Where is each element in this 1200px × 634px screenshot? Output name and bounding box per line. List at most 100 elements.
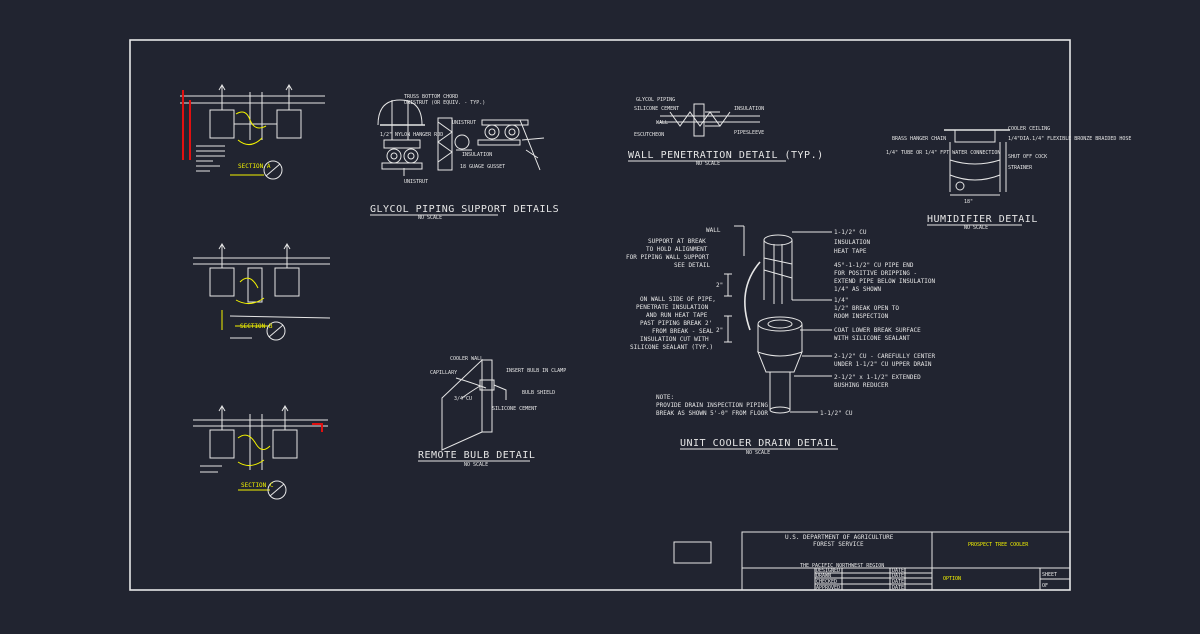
glycol-unistrut-top-label: UNISTRUT (OR EQUIV. - TYP.) bbox=[404, 100, 485, 106]
drain-left-label-1: WALL bbox=[706, 227, 721, 234]
tb-row-approved: APPROVED bbox=[816, 585, 840, 591]
drain-left-note-3: AND RUN HEAT TAPE bbox=[646, 312, 708, 319]
drain-left-label-3: TO HOLD ALIGNMENT bbox=[646, 246, 708, 253]
wall-pen-escutcheon-label: ESCUTCHEON bbox=[634, 132, 664, 138]
drain-right-label-2: INSULATION bbox=[834, 239, 871, 246]
drain-right-label-17: 1-1/2" CU bbox=[820, 410, 853, 417]
humidifier-title: HUMIDIFIER DETAIL bbox=[927, 214, 1038, 225]
drain-dim-1: 2" bbox=[716, 282, 723, 289]
drain-dim-2: 2" bbox=[716, 327, 723, 334]
wall-pen-scale-note: NO SCALE bbox=[696, 161, 720, 167]
drain-right-label-6: EXTEND PIPE BELOW INSULATION bbox=[834, 278, 936, 285]
section-b-detail: SECTION B bbox=[193, 243, 331, 341]
remote-bulb-silicone-label: SILICONE CEMENT bbox=[492, 406, 537, 412]
humidifier-tube-label: 1/4" TUBE OR 1/4" FPT WATER CONNECTION bbox=[886, 150, 1000, 156]
tb-date-4: DATE bbox=[892, 585, 904, 591]
tb-row-checked: CHECKED bbox=[816, 579, 837, 585]
drain-scale-note: NO SCALE bbox=[746, 450, 770, 456]
glycol-scale-note: NO SCALE bbox=[418, 215, 442, 221]
humidifier-hose-label: 1/4"DIA.1/4" FLEXIBLE BRONZE BRAIDED HOS… bbox=[1008, 136, 1131, 142]
remote-bulb-shield-label: BULB SHIELD bbox=[522, 390, 555, 396]
humidifier-hanger-label: BRASS HANGER CHAIN bbox=[892, 136, 946, 142]
drain-left-note-2: PENETRATE INSULATION bbox=[636, 304, 709, 311]
glycol-gusset-label: 18 GUAGE GUSSET bbox=[460, 164, 505, 170]
drain-right-label-9: 1/2" BREAK OPEN TO bbox=[834, 305, 899, 312]
drain-note: NOTE: PROVIDE DRAIN INSPECTION PIPING BR… bbox=[656, 394, 768, 417]
glycol-hanger-label: 1/2" NYLON HANGER ROD bbox=[380, 132, 443, 138]
tb-row-designed: DESIGNED bbox=[816, 568, 840, 574]
wall-pen-title: WALL PENETRATION DETAIL (TYP.) bbox=[628, 150, 824, 161]
drain-right-label-16: BUSHING REDUCER bbox=[834, 382, 889, 389]
drain-note-2: PROVIDE DRAIN INSPECTION PIPING bbox=[656, 402, 768, 409]
glycol-insulation-label: INSULATION bbox=[462, 152, 492, 158]
glycol-detail-title: GLYCOL PIPING SUPPORT DETAILS bbox=[370, 204, 559, 215]
section-c-label: SECTION C bbox=[241, 482, 274, 489]
drain-detail: 2" 2" WALL SUPPORT AT BREAK TO HOLD ALIG… bbox=[626, 225, 936, 456]
drain-right-label-14: UNDER 1-1/2" CU UPPER DRAIN bbox=[834, 361, 932, 368]
drain-left-labels: WALL SUPPORT AT BREAK TO HOLD ALIGNMENT … bbox=[626, 227, 721, 269]
tb-of-label: OF bbox=[1042, 583, 1048, 589]
humidifier-shutoff-label: SHUT OFF COCK bbox=[1008, 154, 1047, 160]
drain-left-label-2: SUPPORT AT BREAK bbox=[648, 238, 706, 245]
drain-right-label-11: COAT LOWER BREAK SURFACE bbox=[834, 327, 921, 334]
drain-left-note-6: INSULATION CUT WITH bbox=[640, 336, 709, 343]
drain-left-note-7: SILICONE SEALANT (TYP.) bbox=[630, 344, 713, 351]
wall-pen-pipesleeve-label: PIPESLEEVE bbox=[734, 130, 764, 136]
tb-date-1: DATE bbox=[892, 568, 904, 574]
humidifier-strainer-label: STRAINER bbox=[1008, 165, 1033, 171]
wall-pen-wall-label: WALL bbox=[656, 120, 668, 126]
section-c-detail: SECTION C bbox=[193, 405, 328, 500]
tb-date-3: DATE bbox=[892, 579, 904, 585]
drain-left-note-1: ON WALL SIDE OF PIPE, bbox=[640, 296, 716, 303]
drain-right-label-7: 1/4" AS SHOWN bbox=[834, 286, 881, 293]
wall-pen-glycol-label: GLYCOL PIPING bbox=[636, 97, 675, 103]
drain-note-1: NOTE: bbox=[656, 394, 674, 401]
drain-right-label-8: 1/4" bbox=[834, 297, 848, 304]
remote-bulb-cu-label: 3/4"CU bbox=[454, 396, 472, 402]
wall-penetration-detail: GLYCOL PIPING SILICONE CEMENT WALL ESCUT… bbox=[628, 97, 824, 167]
drain-right-label-4: 45°-1-1/2" CU PIPE END bbox=[834, 262, 914, 269]
tb-sheet-label: SHEET bbox=[1042, 572, 1057, 578]
drain-right-label-13: 2-1/2" CU - CAREFULLY CENTER bbox=[834, 353, 936, 360]
glycol-support-detail: TRUSS BOTTOM CHORD UNISTRUT (OR EQUIV. -… bbox=[370, 94, 559, 221]
revision-box bbox=[673, 541, 712, 564]
humidifier-scale-note: NO SCALE bbox=[964, 225, 988, 231]
drain-left-note: ON WALL SIDE OF PIPE, PENETRATE INSULATI… bbox=[630, 296, 716, 351]
drain-right-label-3: HEAT TAPE bbox=[834, 248, 867, 255]
humidifier-dim-label: 18" bbox=[964, 199, 973, 205]
drain-right-label-15: 2-1/2" x 1-1/2" EXTENDED bbox=[834, 374, 921, 381]
tb-date-2: DATE bbox=[892, 573, 904, 579]
remote-bulb-scale-note: NO SCALE bbox=[464, 462, 488, 468]
glycol-truss-label: TRUSS BOTTOM CHORD bbox=[404, 94, 458, 100]
wall-pen-insulation-label: INSULATION bbox=[734, 106, 764, 112]
remote-bulb-capillary-label: CAPILLARY bbox=[430, 370, 457, 376]
region-name: THE PACIFIC NORTHWEST REGION bbox=[800, 563, 884, 569]
humidifier-detail: 18" COOLER CEILING BRASS HANGER CHAIN 1/… bbox=[886, 126, 1131, 231]
drain-left-label-5: SEE DETAIL bbox=[674, 262, 711, 269]
glycol-unistrut-mid-label: UNISTRUT bbox=[452, 120, 476, 126]
agency-sub-name: FOREST SERVICE bbox=[813, 541, 864, 548]
title-block: U.S. DEPARTMENT OF AGRICULTURE FOREST SE… bbox=[741, 531, 1071, 591]
section-a-detail: SECTION A bbox=[180, 84, 325, 180]
drain-right-label-1: 1-1/2" CU bbox=[834, 229, 867, 236]
humidifier-ceiling-label: COOLER CEILING bbox=[1008, 126, 1050, 132]
option-label: OPTION bbox=[943, 576, 961, 582]
drain-right-labels: 1-1/2" CU INSULATION HEAT TAPE 45°-1-1/2… bbox=[820, 229, 936, 417]
tb-row-drawn: DRAWN bbox=[816, 573, 831, 579]
wall-pen-silicone-label: SILICONE CEMENT bbox=[634, 106, 679, 112]
drain-right-label-10: ROOM INSPECTION bbox=[834, 313, 889, 320]
section-a-label: SECTION A bbox=[238, 163, 271, 170]
sheet-border bbox=[129, 39, 1071, 591]
drain-title: UNIT COOLER DRAIN DETAIL bbox=[680, 438, 837, 449]
remote-bulb-title: REMOTE BULB DETAIL bbox=[418, 450, 535, 461]
drain-note-3: BREAK AS SHOWN 5'-0" FROM FLOOR bbox=[656, 410, 768, 417]
section-b-label: SECTION B bbox=[240, 323, 273, 330]
remote-bulb-insert-label: INSERT BULB IN CLAMP bbox=[506, 368, 566, 374]
remote-bulb-detail: COOLER WALL CAPILLARY 3/4"CU INSERT BULB… bbox=[418, 356, 566, 468]
drain-left-note-5: FROM BREAK - SEAL bbox=[652, 328, 714, 335]
agency-name: U.S. DEPARTMENT OF AGRICULTURE bbox=[785, 534, 894, 541]
glycol-unistrut-bot-label: UNISTRUT bbox=[404, 179, 428, 185]
project-name: PROSPECT TREE COOLER bbox=[968, 542, 1029, 548]
